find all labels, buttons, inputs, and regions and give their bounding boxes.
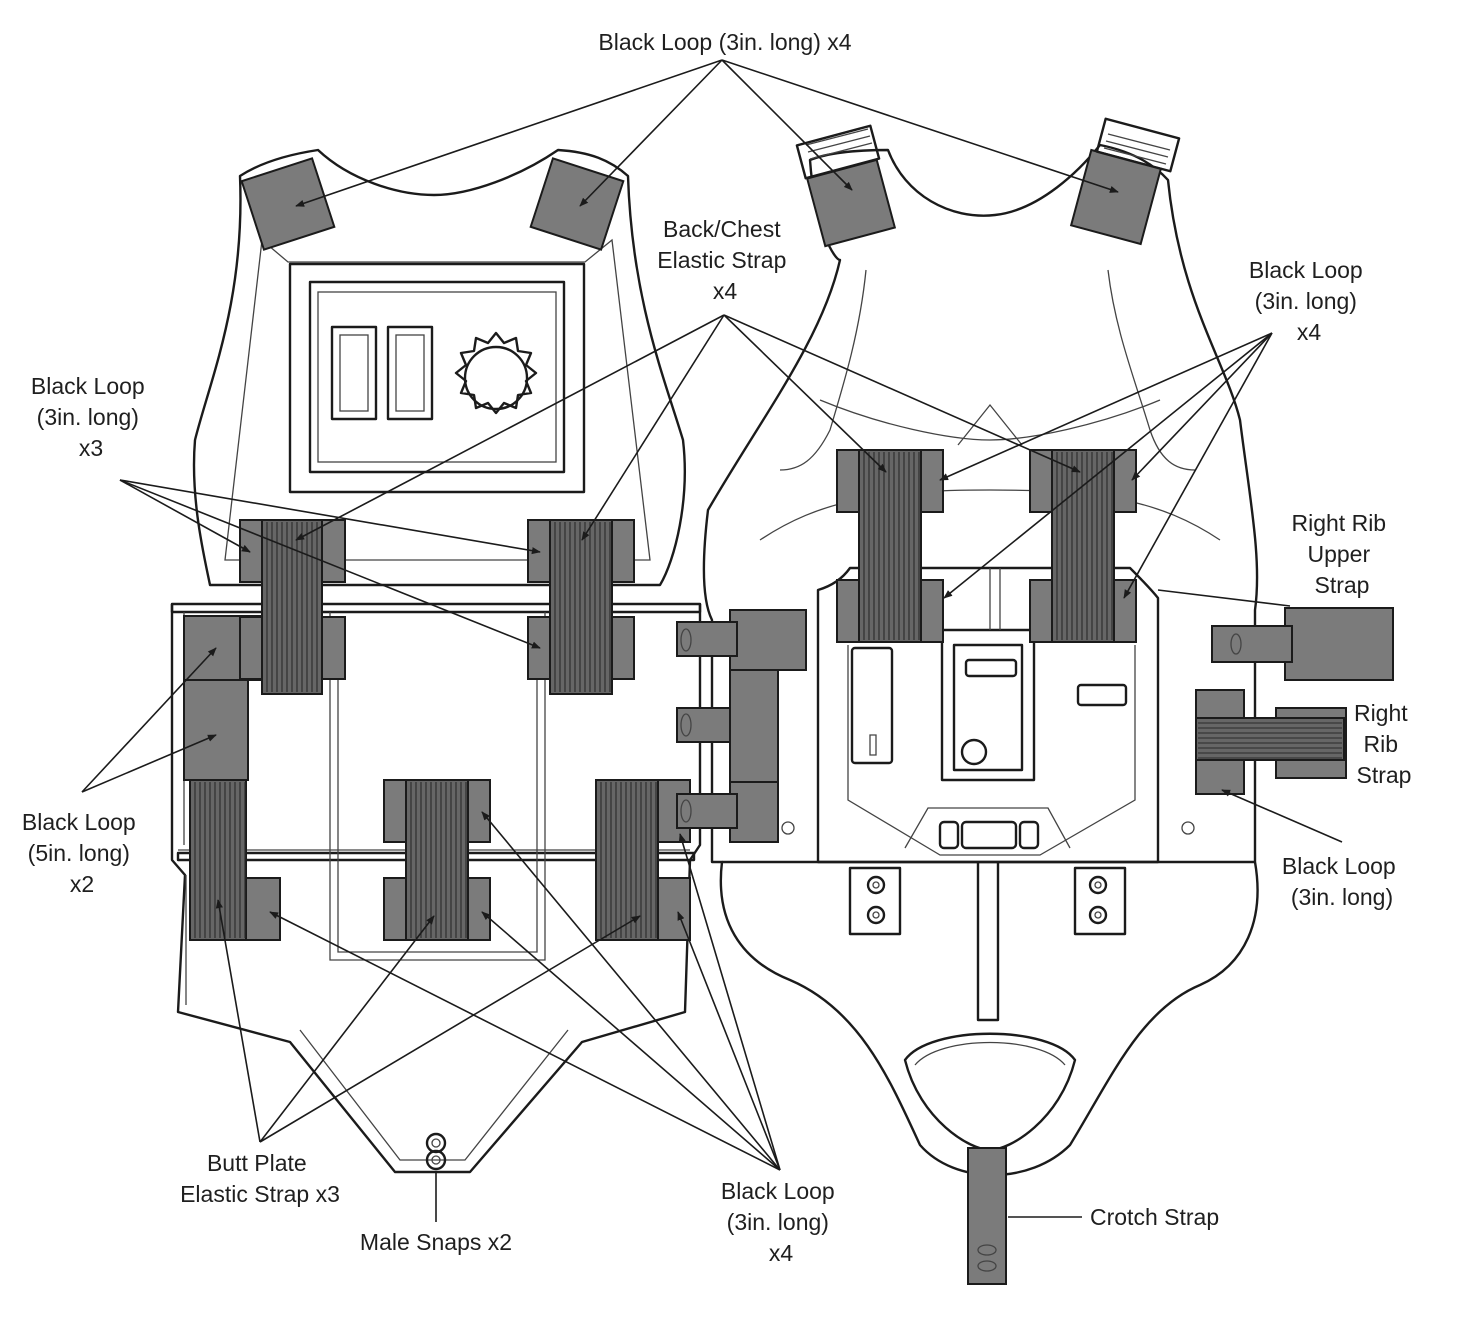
label-back-chest: Back/Chest Elastic Strap x4 [657,216,793,304]
label-left-loop-5: Black Loop (5in. long) x2 [22,809,142,897]
label-left-loop-3: Black Loop (3in. long) x3 [31,373,151,461]
label-right-rib-upper: Right Rib Upper Strap [1292,510,1393,598]
label-right-rib: Right Rib Strap [1354,700,1414,788]
labels: Black Loop (3in. long) x4 Back/Chest Ela… [22,29,1414,1266]
label-rib-loop: Black Loop (3in. long) [1282,853,1402,910]
strap-ridges-back [863,452,1342,759]
label-butt-plate: Butt Plate Elastic Strap x3 [180,1150,340,1207]
left-armor [170,148,702,1174]
label-right-loop: Black Loop (3in. long) x4 [1249,257,1369,345]
pointer-lines [81,59,1343,1222]
label-top-loop: Black Loop (3in. long) x4 [598,29,851,55]
label-crotch: Crotch Strap [1090,1204,1219,1230]
strap-ridges [194,522,657,938]
label-bottom-loop: Black Loop (3in. long) x4 [721,1178,841,1266]
label-male-snaps: Male Snaps x2 [360,1229,512,1255]
